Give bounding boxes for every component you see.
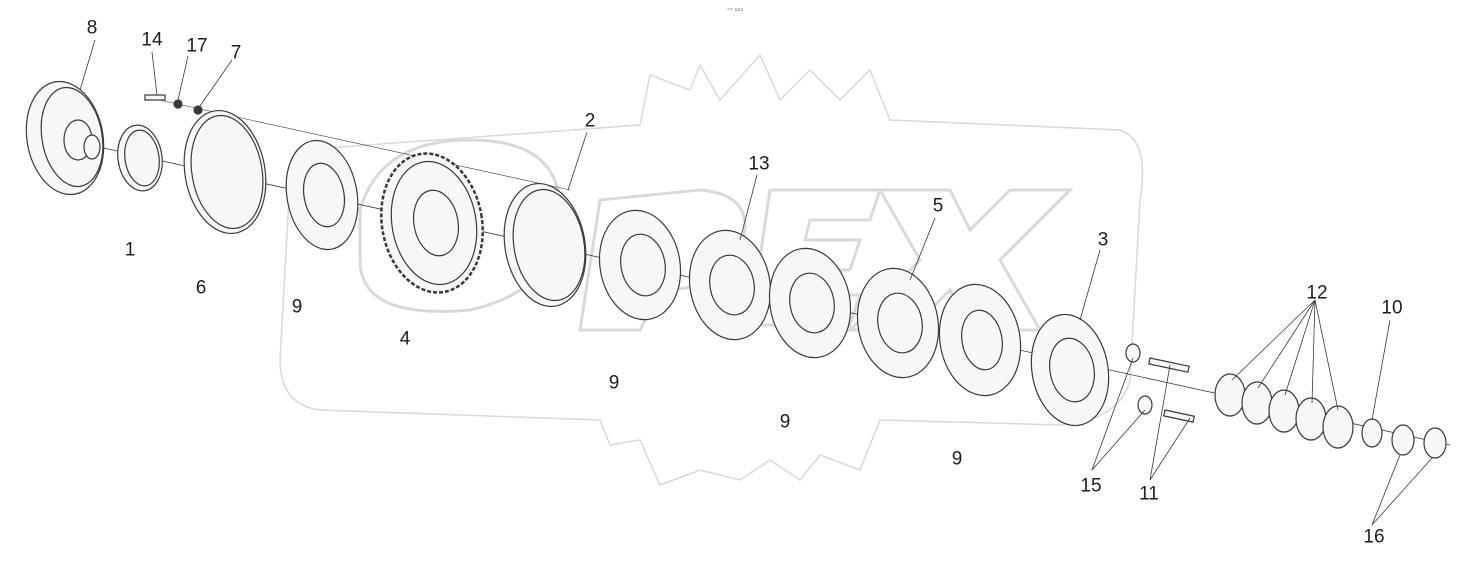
callout-7: 7 (230, 42, 242, 64)
part-1-ring (117, 124, 163, 192)
part-12-washers (1214, 373, 1354, 449)
callout-9: 9 (779, 411, 791, 433)
part-4-sprocket (380, 152, 484, 294)
part-15-nuts (1125, 343, 1153, 415)
callout-12: 12 (1306, 282, 1328, 304)
part-16-nuts (1391, 424, 1447, 459)
part-9-disc-1 (285, 139, 359, 251)
part-6-plate (183, 109, 267, 235)
callout-14: 14 (141, 29, 163, 51)
part-9-disc-2 (598, 209, 682, 321)
callout-1: 1 (124, 239, 136, 261)
callout-4: 4 (399, 328, 411, 350)
part-11-bolts (1148, 357, 1196, 423)
part-8-hub (25, 80, 105, 196)
callout-6: 6 (195, 277, 207, 299)
callout-11: 11 (1139, 483, 1159, 505)
callout-9: 9 (291, 296, 303, 318)
part-3-pressure-plate (1030, 313, 1110, 427)
callout-9: 9 (608, 372, 620, 394)
leader-lines (79, 39, 1433, 526)
header-mark: °° ººº (726, 7, 744, 15)
part-9-disc-3 (768, 247, 852, 359)
part-5-disc (856, 267, 940, 379)
callout-17: 17 (186, 35, 208, 57)
callout-5: 5 (932, 195, 944, 217)
callout-10: 10 (1381, 297, 1403, 319)
callout-2: 2 (584, 110, 596, 132)
callout-15: 15 (1080, 475, 1102, 497)
callout-3: 3 (1097, 229, 1109, 251)
part-9-disc-4 (938, 283, 1022, 397)
part-13-disc (688, 229, 772, 341)
callout-9: 9 (951, 448, 963, 470)
part-2-drum (503, 182, 587, 308)
watermark-letter-e (748, 188, 883, 327)
callout-8: 8 (86, 17, 98, 39)
callout-13: 13 (748, 153, 770, 175)
callout-16: 16 (1363, 526, 1385, 548)
